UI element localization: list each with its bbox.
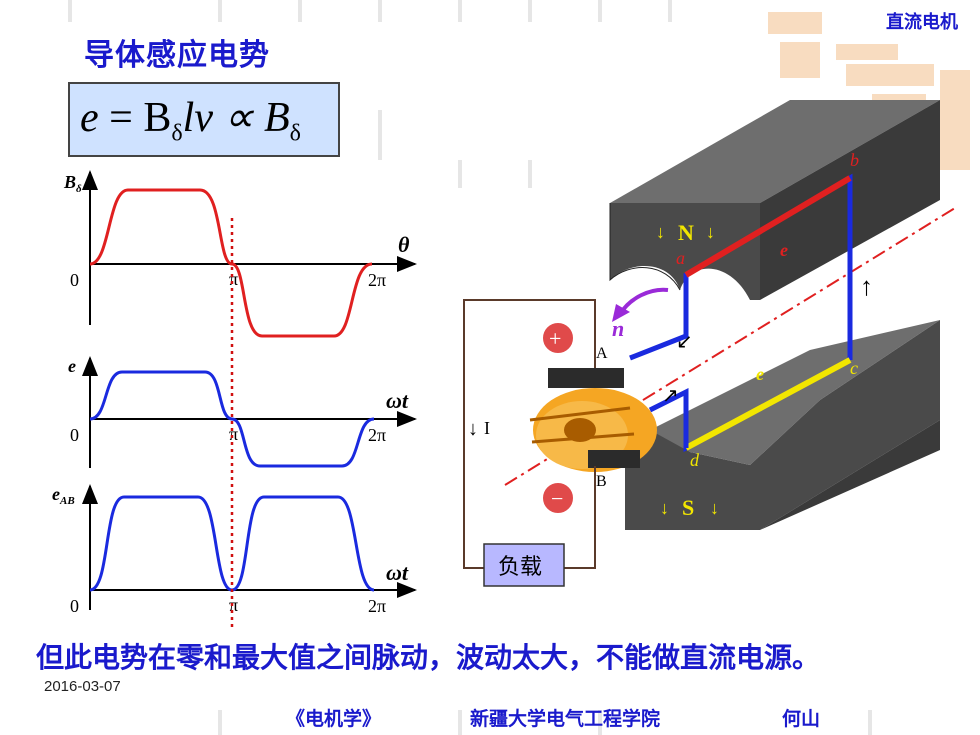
two-pi-label: 2π bbox=[368, 270, 386, 290]
pi-label: π bbox=[229, 595, 238, 615]
south-pole: S ↓ ↓ bbox=[625, 320, 940, 530]
rotation-arrow-icon bbox=[618, 287, 669, 316]
current-label: I bbox=[484, 418, 490, 438]
north-label: N bbox=[678, 220, 694, 245]
south-label: S bbox=[682, 495, 694, 520]
emf-label-bottom: e bbox=[756, 364, 764, 384]
bg-tick bbox=[528, 0, 532, 22]
commutator: A B bbox=[529, 345, 657, 490]
minus-label: − bbox=[551, 486, 563, 511]
footer-school: 新疆大学电气工程学院 bbox=[470, 708, 661, 730]
footer-course: 《电机学》 bbox=[286, 708, 382, 730]
origin-label: 0 bbox=[70, 596, 79, 616]
brush-a bbox=[548, 368, 624, 388]
load-box bbox=[483, 543, 565, 587]
formula: e = Bδlv ∝ Bδ bbox=[80, 95, 301, 147]
bg-tick bbox=[218, 710, 222, 735]
current-arrow-icon: ↑ bbox=[860, 272, 873, 301]
page-title: 导体感应电势 bbox=[84, 38, 270, 73]
plot-e: e ωt 0 π 2π bbox=[68, 356, 417, 468]
plus-label: + bbox=[549, 326, 561, 351]
brush-b bbox=[588, 450, 640, 468]
bg-tick bbox=[598, 0, 602, 22]
minus-terminal-icon bbox=[541, 481, 575, 515]
flux-arrow-icon: ↓ bbox=[656, 222, 665, 242]
bg-tick bbox=[298, 0, 302, 22]
bg-tick bbox=[458, 0, 462, 22]
plot-e-ab: eAB ωt 0 π 2π bbox=[52, 484, 417, 616]
current-arrow-icon: ↙ bbox=[676, 331, 693, 353]
flux-arrow-icon: ↓ bbox=[710, 498, 719, 518]
external-wire bbox=[463, 299, 596, 569]
origin-label: 0 bbox=[70, 425, 79, 445]
date-label: 2016-03-07 bbox=[44, 678, 121, 695]
brush-a-label: A bbox=[596, 345, 608, 362]
label-a: a bbox=[676, 248, 685, 268]
dc-machine-diagram: N ↓ ↓ S ↓ ↓ b a c d e e ↑ bbox=[463, 100, 956, 587]
origin-label: 0 bbox=[70, 270, 79, 290]
bg-tick bbox=[598, 710, 602, 735]
rotation-label: n bbox=[612, 316, 624, 341]
current-arrow-icon: ↗ bbox=[662, 385, 679, 407]
x-label: ωt bbox=[386, 388, 409, 413]
label-b: b bbox=[850, 150, 859, 170]
external-wire bbox=[564, 466, 596, 569]
formula-box: e = Bδlv ∝ Bδ bbox=[68, 82, 340, 157]
y-label: eAB bbox=[52, 484, 75, 507]
two-pi-label: 2π bbox=[368, 425, 386, 445]
bg-tick bbox=[68, 0, 72, 22]
conclusion-text: 但此电势在零和最大值之间脉动，波动太大，不能做直流电源。 bbox=[36, 641, 821, 674]
b-delta-wave bbox=[89, 188, 373, 338]
plot-b-delta: Bδ θ 0 π 2π bbox=[63, 170, 417, 338]
label-d: d bbox=[690, 450, 700, 470]
flux-arrow-icon: ↓ bbox=[660, 498, 669, 518]
load-label: 负载 bbox=[498, 554, 542, 579]
e-wave bbox=[89, 370, 375, 468]
x-label: ωt bbox=[386, 560, 409, 585]
footer-author: 何山 bbox=[782, 708, 821, 730]
bg-tick bbox=[218, 0, 222, 22]
label-c: c bbox=[850, 358, 858, 378]
armature-coil: b a c d e e ↑ ↙ ↗ bbox=[629, 150, 873, 470]
bg-tick bbox=[868, 710, 872, 735]
bg-tick bbox=[378, 110, 382, 160]
bg-tick bbox=[528, 160, 532, 188]
flux-arrow-icon: ↓ bbox=[706, 222, 715, 242]
bg-tick bbox=[458, 160, 462, 188]
emf-label-top: e bbox=[780, 240, 788, 260]
rotation-arrowhead-icon bbox=[612, 304, 630, 322]
plus-terminal-icon bbox=[541, 321, 575, 355]
y-label: Bδ bbox=[63, 172, 82, 195]
current-direction-icon: ↓ bbox=[468, 418, 478, 440]
y-label: e bbox=[68, 356, 76, 376]
waveform-plots: Bδ θ 0 π 2π e ωt 0 π 2π eAB ωt 0 π 2π bbox=[52, 170, 417, 630]
pi-label: π bbox=[229, 269, 238, 289]
section-tag: 直流电机 bbox=[886, 12, 958, 33]
brush-b-label: B bbox=[596, 473, 607, 490]
bg-tick bbox=[668, 0, 672, 22]
two-pi-label: 2π bbox=[368, 596, 386, 616]
bg-tick bbox=[378, 0, 382, 22]
north-pole: N ↓ ↓ bbox=[609, 100, 940, 300]
x-label: θ bbox=[398, 232, 410, 257]
bg-tick bbox=[458, 710, 462, 735]
pi-label: π bbox=[229, 424, 238, 444]
